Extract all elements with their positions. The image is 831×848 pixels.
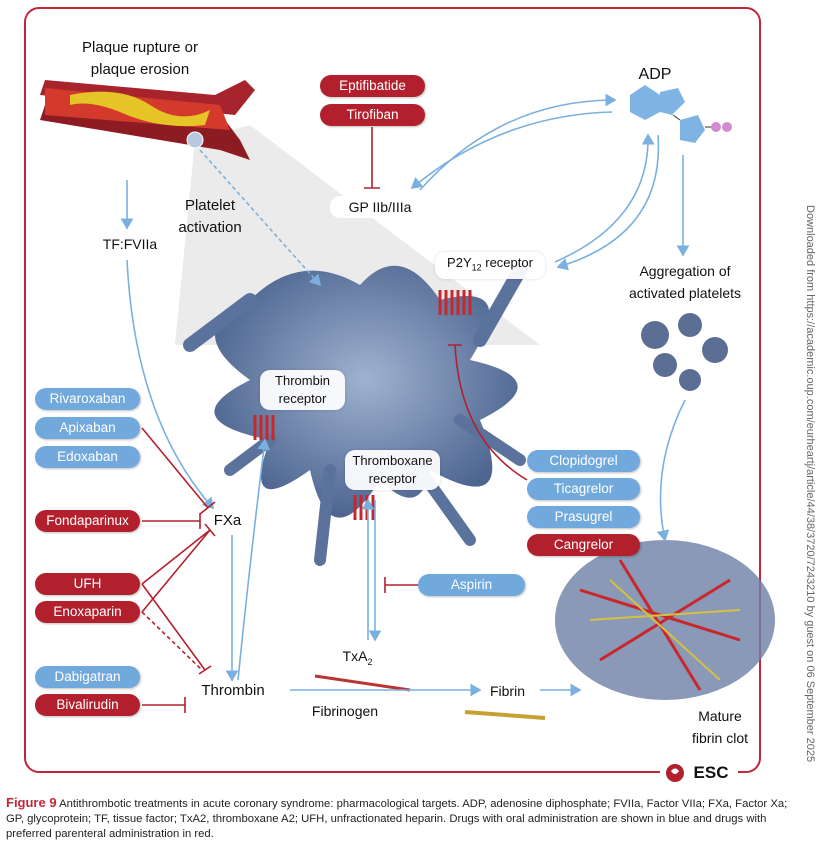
drug-eptifibatide: Eptifibatide bbox=[320, 75, 425, 97]
fibrinogen-icon bbox=[314, 674, 411, 692]
caption-text: Antithrombotic treatments in acute coron… bbox=[6, 798, 788, 840]
arrow-adp-p2y bbox=[556, 134, 660, 271]
gp-iib-iiia-label: GP IIb/IIIa bbox=[330, 196, 430, 218]
inhibit-fondaparinux bbox=[142, 513, 201, 529]
fibrin-clot-icon bbox=[555, 540, 775, 700]
drug-enoxaparin: Enoxaparin bbox=[35, 601, 140, 623]
adp-label: ADP bbox=[638, 66, 672, 83]
download-note: Downloaded from https://academic.oup.com… bbox=[804, 205, 816, 763]
drug-aspirin: Aspirin bbox=[418, 574, 525, 596]
arrow-adp-gp bbox=[410, 111, 613, 190]
drug-apixaban: Apixaban bbox=[35, 417, 140, 439]
drug-fondaparinux: Fondaparinux bbox=[35, 510, 140, 532]
arrow-aggregation-clot bbox=[656, 399, 686, 542]
tf-fviia-label: TF:FVIIa bbox=[102, 236, 158, 252]
drug-prasugrel: Prasugrel bbox=[527, 506, 640, 528]
inhibit-aspirin bbox=[384, 577, 418, 593]
drug-bivalirudin: Bivalirudin bbox=[35, 694, 140, 716]
arrow-plaque-platelet bbox=[199, 149, 322, 287]
adp-molecule-icon bbox=[630, 85, 732, 143]
inhibit-enox-thrombin bbox=[141, 611, 203, 671]
fibrin-icon bbox=[464, 710, 546, 720]
drug-clopidogrel: Clopidogrel bbox=[527, 450, 640, 472]
aggregated-platelets-icon bbox=[641, 313, 728, 391]
fibrin-label: Fibrin bbox=[489, 683, 525, 699]
frame bbox=[24, 7, 761, 773]
arrow-tf-fxa bbox=[126, 259, 215, 510]
drug-dabigatran: Dabigatran bbox=[35, 666, 140, 688]
p2y12-receptor-label: P2Y12 receptor bbox=[435, 252, 545, 279]
drug-tirofiban: Tirofiban bbox=[320, 104, 425, 126]
inhibit-gp bbox=[364, 127, 380, 189]
figure-caption: Figure 9 Antithrombotic treatments in ac… bbox=[6, 795, 806, 842]
drug-ufh: UFH bbox=[35, 573, 140, 595]
inhibit-p2y12 bbox=[448, 344, 528, 481]
esc-text: ESC bbox=[693, 763, 729, 782]
drug-edoxaban: Edoxaban bbox=[35, 446, 140, 468]
artery-icon bbox=[40, 80, 255, 160]
inhibit-ufh-thrombin bbox=[141, 583, 212, 675]
esc-logo bbox=[660, 762, 738, 784]
txa2-label: TxA2 bbox=[342, 648, 373, 667]
arrow-gp-adp bbox=[419, 93, 617, 191]
inhibit-thrombin bbox=[142, 697, 186, 713]
drug-ticagrelor: Ticagrelor bbox=[527, 478, 640, 500]
fibrinogen-label: Fibrinogen bbox=[311, 703, 379, 719]
platelet-illustration bbox=[183, 263, 527, 566]
caption-label: Figure 9 bbox=[6, 795, 57, 810]
drug-cangrelor: Cangrelor bbox=[527, 534, 640, 556]
thrombin-label: Thrombin bbox=[201, 682, 265, 699]
inhibit-fxa-oral bbox=[141, 427, 216, 515]
drug-rivaroxaban: Rivaroxaban bbox=[35, 388, 140, 410]
arrow-p2y-adp bbox=[554, 133, 655, 263]
arrow-thrombin-receptor bbox=[237, 438, 271, 681]
fxa-label: FXa bbox=[213, 512, 242, 529]
